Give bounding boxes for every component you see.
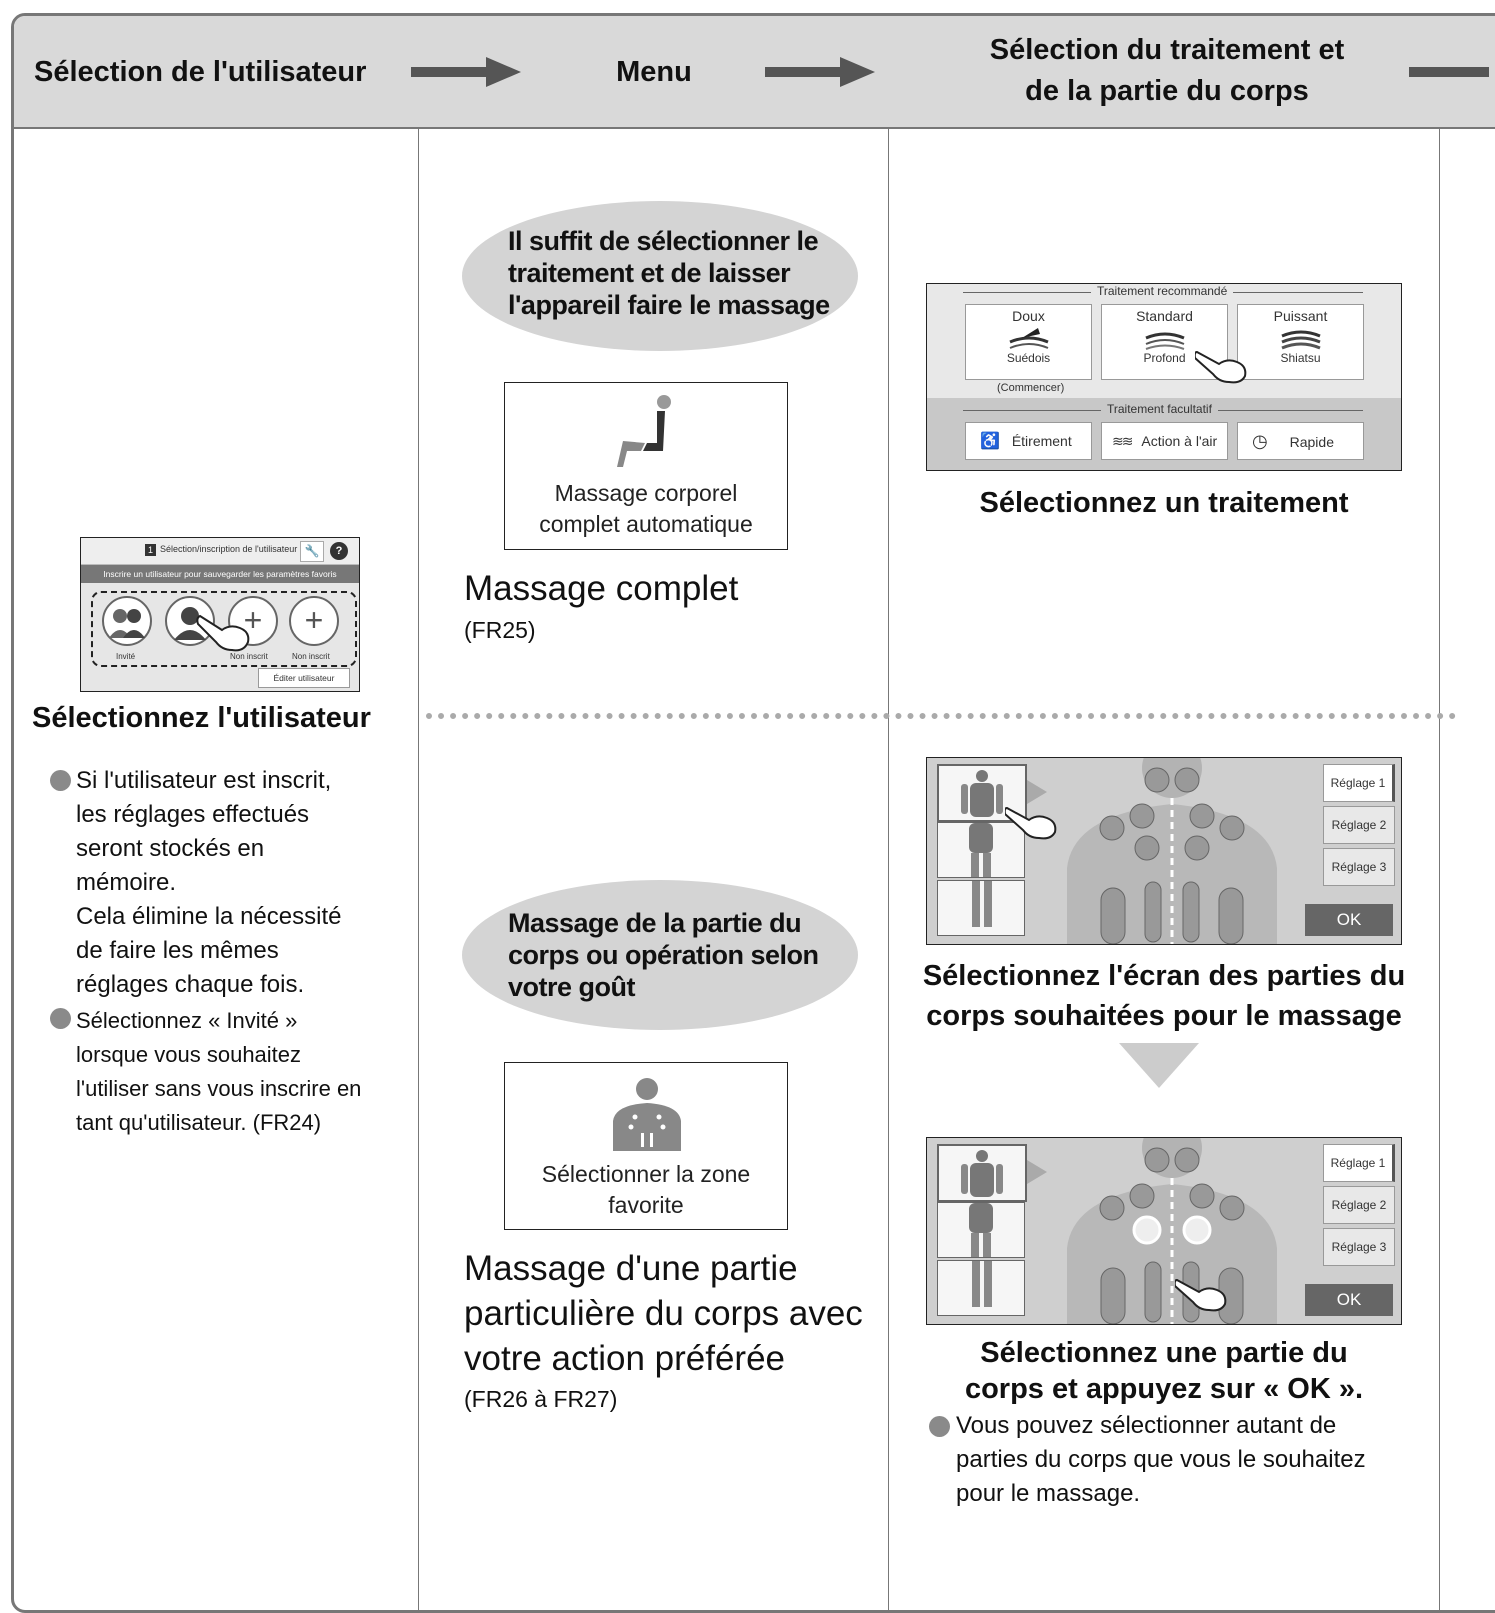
clock-icon: ◷ xyxy=(1252,431,1268,451)
back-icon xyxy=(613,1078,681,1151)
manual-bubble xyxy=(462,880,858,1030)
guest-avatar[interactable] xyxy=(102,596,152,646)
back-map xyxy=(1067,1138,1277,1324)
hand-pointer-icon xyxy=(196,614,250,652)
hand-pointer-icon xyxy=(1175,1278,1227,1312)
slot-label: Non inscrit xyxy=(230,652,268,661)
manual-ref: (FR26 à FR27) xyxy=(464,1386,618,1412)
body-thumb-icon xyxy=(961,770,1003,817)
wave-icon xyxy=(1144,332,1185,350)
body-thumb-icon xyxy=(972,881,992,927)
user-screen-titlebar: 1 Sélection/inscription de l'utilisateur… xyxy=(81,538,359,565)
body-thumb-icon xyxy=(961,1150,1003,1197)
ok-button[interactable]: OK xyxy=(1305,1284,1393,1316)
guest-icon xyxy=(109,609,145,638)
bullet-dot xyxy=(50,770,71,791)
user-screen-banner: Inscrire un utilisateur pour sauvegarder… xyxy=(81,565,359,583)
person-icon xyxy=(174,607,206,640)
ok-button[interactable]: OK xyxy=(1305,904,1393,936)
header-step1: Sélection de l'utilisateur xyxy=(34,56,367,88)
seat-icon xyxy=(617,395,671,467)
hand-pointer-icon xyxy=(1195,350,1247,384)
body-thumb-icon xyxy=(969,823,993,877)
air-icon: ≋≋ xyxy=(1112,433,1134,449)
column-divider xyxy=(418,127,419,1610)
user-note-2: Sélectionnez « Invité »lorsque vous souh… xyxy=(76,1008,362,1135)
wave-icon xyxy=(1008,328,1049,349)
recommended-label: Traitement recommandé xyxy=(1091,284,1234,298)
auto-title: Massage complet xyxy=(464,569,739,608)
help-icon[interactable]: ? xyxy=(330,542,348,560)
body-screen-1: Réglage 1 Réglage 2 Réglage 3 OK xyxy=(926,757,1402,945)
thumb-lower[interactable] xyxy=(937,880,1025,936)
user-note-1: Si l'utilisateur est inscrit,les réglage… xyxy=(76,767,342,998)
thumb-upper[interactable] xyxy=(937,1144,1027,1202)
user-caption: Sélectionnez l'utilisateur xyxy=(32,702,371,734)
down-arrow-icon xyxy=(1119,1043,1199,1088)
start-note: (Commencer) xyxy=(997,382,1065,394)
wrench-icon[interactable]: 🔧 xyxy=(300,541,324,562)
column-divider xyxy=(1439,127,1440,1610)
column-divider xyxy=(888,127,889,1610)
user-screen: 1 Sélection/inscription de l'utilisateur… xyxy=(80,537,360,692)
program-button-doux[interactable]: Doux Suédois xyxy=(965,304,1092,380)
add-user-button[interactable]: + xyxy=(289,596,339,646)
step-number-badge: 1 xyxy=(145,544,156,556)
thumb-middle[interactable] xyxy=(937,1202,1025,1258)
auto-bubble xyxy=(462,201,858,351)
user-screen-title: Sélection/inscription de l'utilisateur xyxy=(160,544,298,554)
optional-label: Traitement facultatif xyxy=(1101,402,1218,416)
bullet-dot xyxy=(929,1416,950,1437)
header-bar: Sélection de l'utilisateur Menu Sélectio… xyxy=(14,16,1495,129)
user-slots-highlight xyxy=(91,591,357,667)
option-button-etirement[interactable]: ♿ Étirement xyxy=(965,422,1092,460)
arrow-right-icon xyxy=(1409,67,1489,77)
body-thumb-icon xyxy=(972,1261,992,1307)
option-button-rapide[interactable]: ◷ Rapide xyxy=(1237,422,1364,460)
auto-ref: (FR25) xyxy=(464,617,536,643)
header-step2: Menu xyxy=(616,56,692,88)
bullet-dot xyxy=(50,1008,71,1029)
body-thumb-icon xyxy=(969,1203,993,1257)
program-button-puissant[interactable]: Puissant Shiatsu xyxy=(1237,304,1364,380)
arrow-right-icon xyxy=(765,57,875,87)
stretch-icon: ♿ xyxy=(980,433,1000,450)
treatment-screen: Traitement recommandé Doux Suédois Stand… xyxy=(926,283,1402,471)
slot-label: Non inscrit xyxy=(292,652,330,661)
setting-tab-3[interactable]: Réglage 3 xyxy=(1323,1228,1395,1266)
play-triangle-icon xyxy=(1027,1160,1047,1184)
arrow-right-icon xyxy=(411,57,521,87)
option-button-air[interactable]: ≋≋ Action à l'air xyxy=(1101,422,1228,460)
setting-tab-1[interactable]: Réglage 1 xyxy=(1323,1144,1395,1182)
setting-tab-1[interactable]: Réglage 1 xyxy=(1323,764,1395,802)
setting-tab-3[interactable]: Réglage 3 xyxy=(1323,848,1395,886)
hand-pointer-icon xyxy=(1005,806,1057,840)
play-triangle-icon xyxy=(1027,780,1047,804)
back-map xyxy=(1067,758,1277,944)
setting-tab-2[interactable]: Réglage 2 xyxy=(1323,806,1395,844)
wave-icon xyxy=(1280,330,1321,350)
treatment-caption: Sélectionnez un traitement xyxy=(979,487,1349,519)
body-screen-2: Réglage 1 Réglage 2 Réglage 3 OK xyxy=(926,1137,1402,1325)
thumb-lower[interactable] xyxy=(937,1260,1025,1316)
dotted-separator xyxy=(426,713,1456,719)
slot-label: Invité xyxy=(116,652,136,661)
setting-tab-2[interactable]: Réglage 2 xyxy=(1323,1186,1395,1224)
thumb-middle[interactable] xyxy=(937,822,1025,878)
diagram-frame: Sélection de l'utilisateur Menu Sélectio… xyxy=(11,13,1495,1613)
edit-user-button[interactable]: Éditer utilisateur xyxy=(258,668,350,688)
